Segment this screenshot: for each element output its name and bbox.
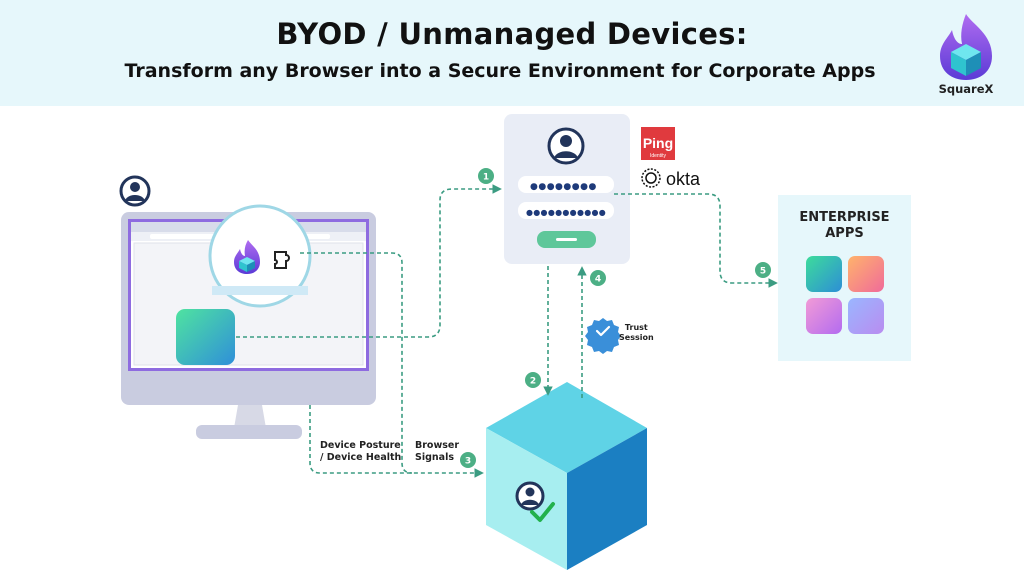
password-dots-1: ●●●●●●●●	[530, 182, 597, 192]
enterprise-apps-title: ENTERPRISE APPS	[778, 210, 911, 242]
arrow-browser-signals	[300, 252, 413, 474]
trust-session-label: Trust Session	[619, 323, 654, 343]
browser-signals-label: Browser Signals	[415, 440, 459, 464]
okta-logo-icon	[641, 168, 661, 188]
step-badge-4: 4	[590, 270, 606, 286]
trust-session-line1: Trust	[624, 323, 648, 332]
login-card	[504, 114, 630, 264]
squarex-logo	[940, 14, 992, 80]
svg-text:5: 5	[760, 267, 766, 277]
arrow-step-5	[614, 193, 778, 288]
svg-text:3: 3	[465, 457, 471, 467]
svg-text:2: 2	[530, 377, 536, 387]
enterprise-apps-panel	[778, 195, 911, 361]
step-badge-3: 3	[460, 452, 476, 468]
arrow-step-1	[236, 184, 502, 338]
enterprise-title-line2: APPS	[825, 226, 864, 241]
header-banner	[0, 0, 1024, 106]
trust-session-badge	[585, 318, 621, 354]
browser-signals-line1: Browser	[415, 440, 460, 451]
device-posture-label: Device Posture / Device Health	[320, 440, 401, 464]
ping-subtext: Identity	[650, 153, 667, 159]
svg-text:4: 4	[595, 275, 601, 285]
page-title: BYOD / Unmanaged Devices:	[276, 17, 748, 51]
arrow-device-posture	[309, 405, 484, 478]
password-field-1	[518, 176, 614, 193]
browser-signals-line2: Signals	[415, 452, 454, 463]
step-badge-2: 2	[525, 372, 541, 388]
ping-identity-logo	[641, 127, 675, 160]
page-subtitle: Transform any Browser into a Secure Envi…	[124, 60, 876, 82]
flow-arrows	[236, 184, 778, 478]
browser-extension-zoom	[208, 204, 312, 308]
user-avatar	[119, 175, 151, 207]
step-badge-1: 1	[478, 168, 494, 184]
device-posture-line2: / Device Health	[320, 452, 402, 463]
brand-name: SquareX	[938, 82, 994, 96]
password-dots-2: ●●●●●●●●●●●	[526, 208, 606, 217]
okta-text: okta	[666, 169, 701, 189]
corporate-app-tile	[176, 309, 235, 365]
step-badge-5: 5	[755, 262, 771, 278]
svg-text:1: 1	[483, 173, 489, 183]
device-posture-line1: Device Posture	[320, 440, 401, 451]
password-field-2	[518, 202, 614, 219]
ping-text: Ping	[643, 135, 673, 151]
trust-session-line2: Session	[619, 333, 654, 342]
enterprise-title-line1: ENTERPRISE	[799, 210, 890, 225]
squarex-cube	[486, 382, 647, 570]
